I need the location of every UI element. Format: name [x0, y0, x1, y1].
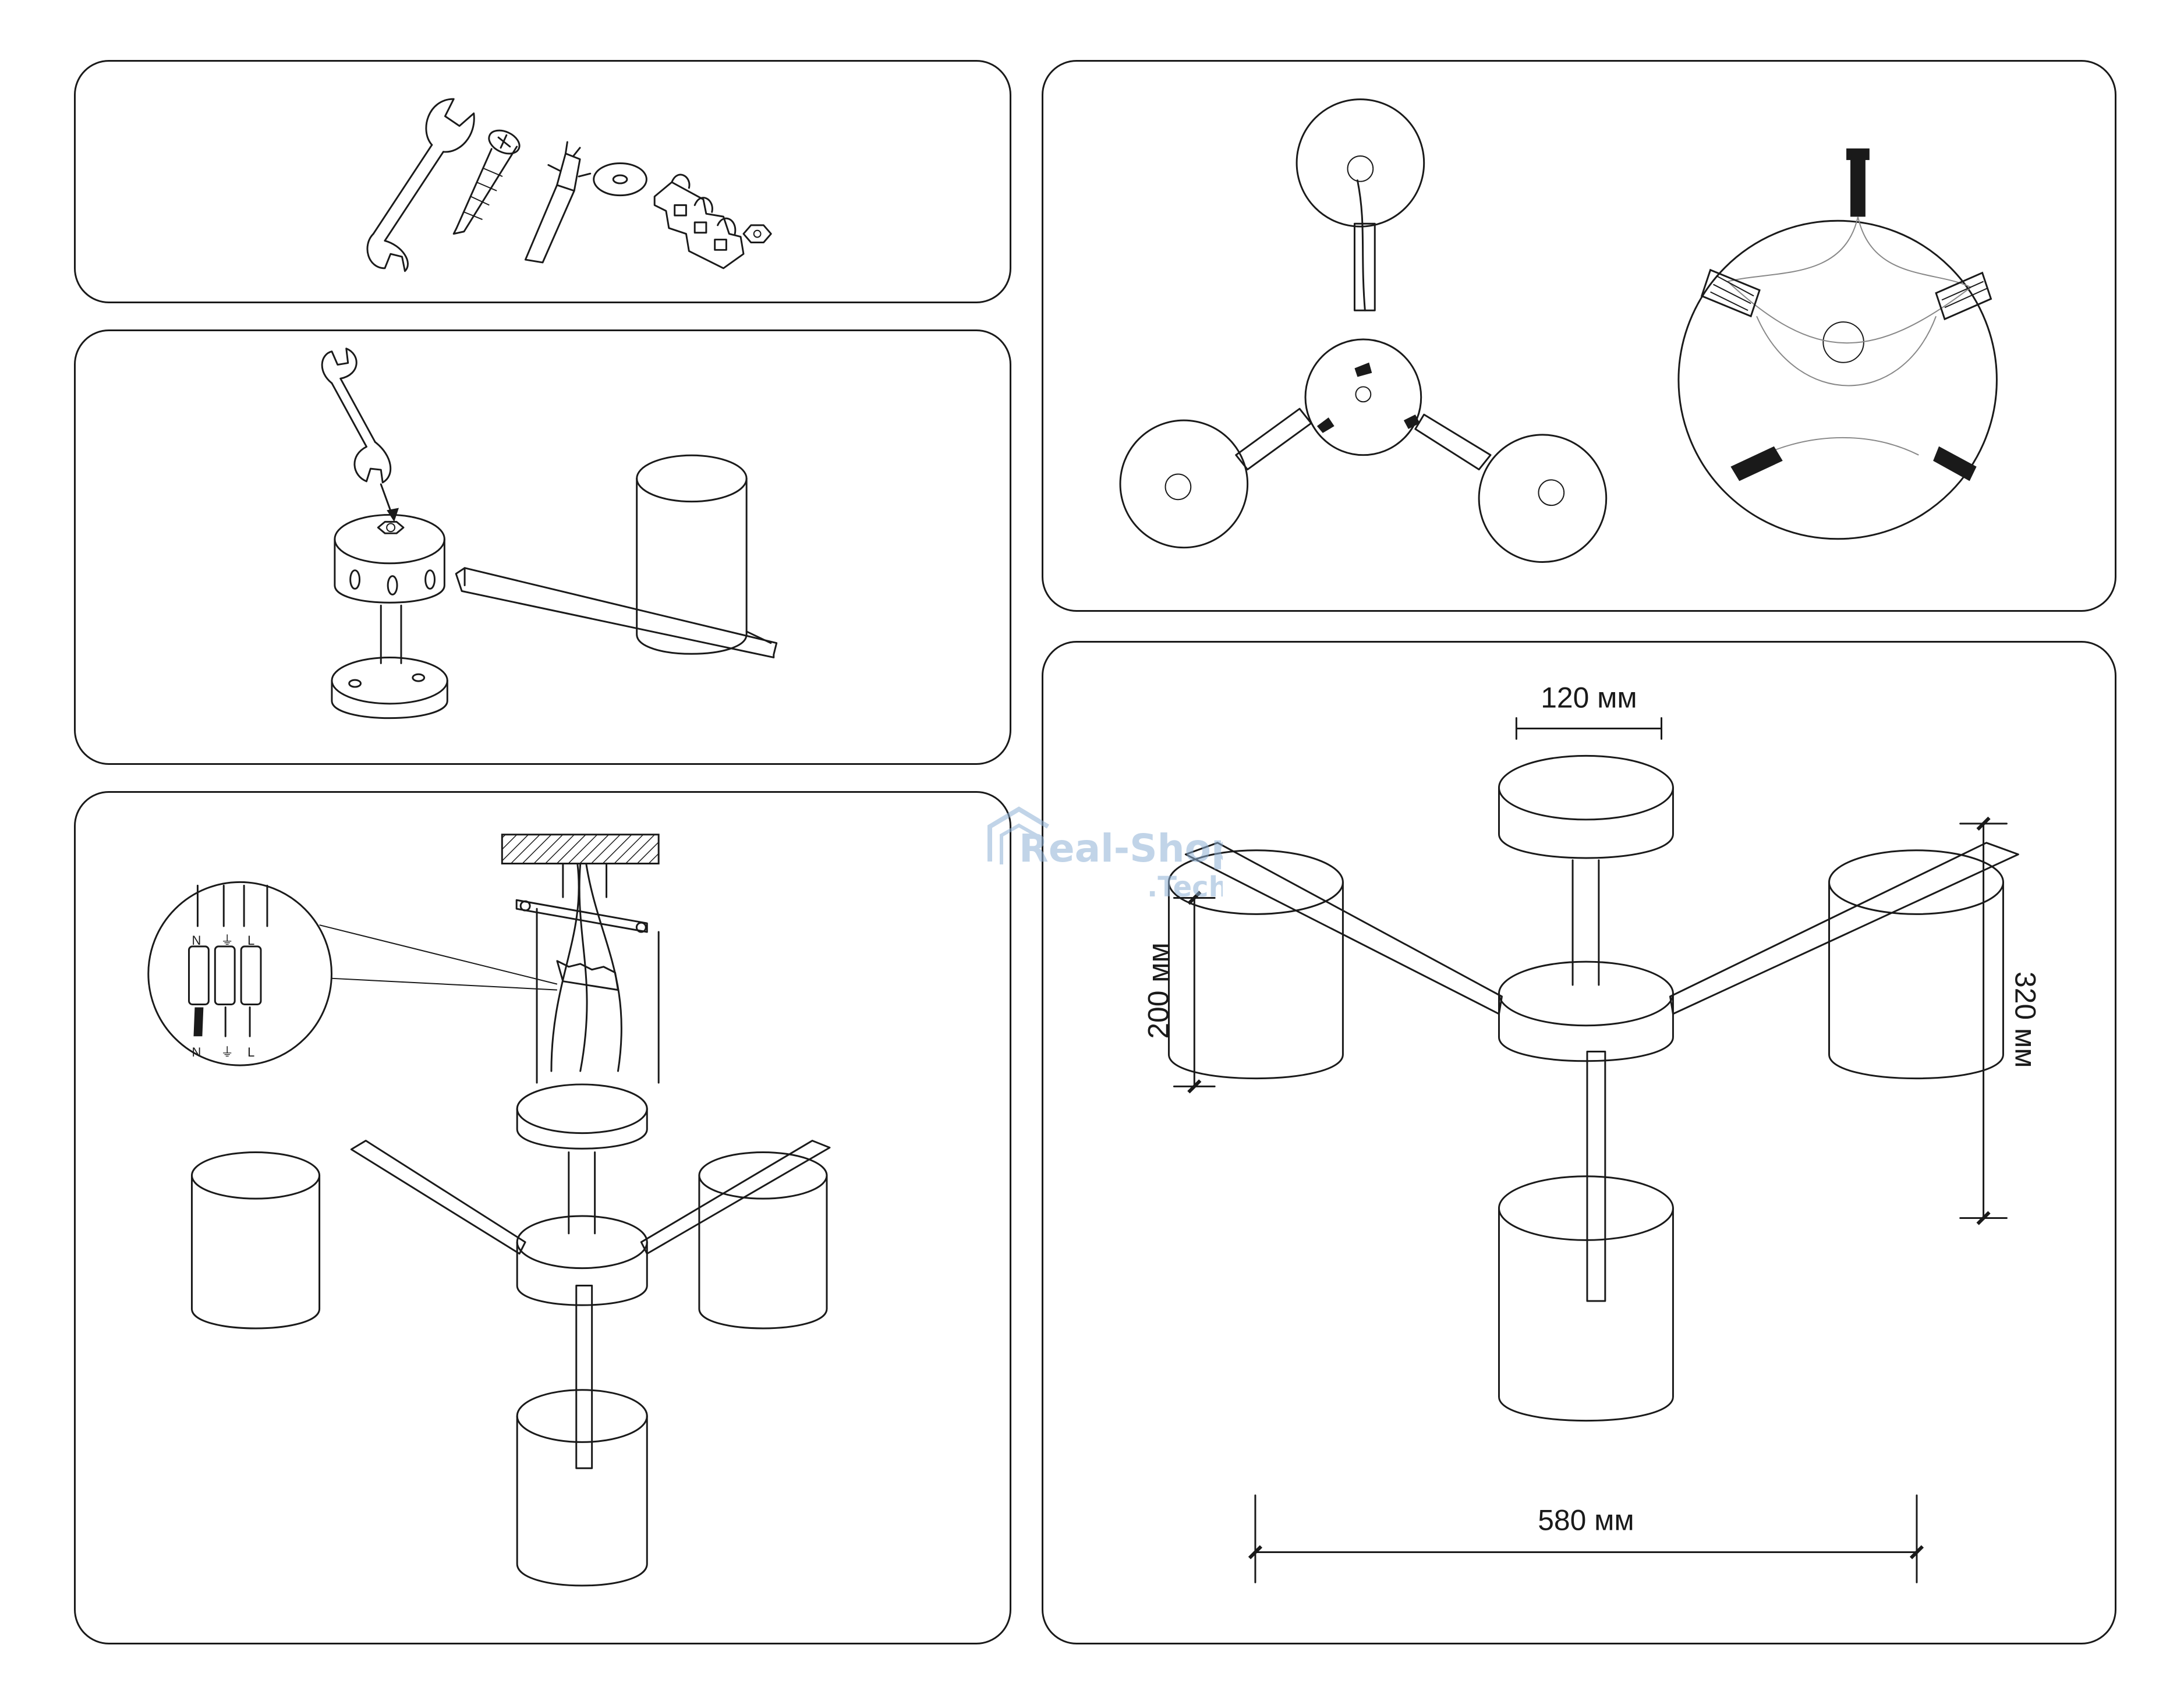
watermark-suffix: .Tech — [1147, 871, 1223, 903]
bottom-view-detail — [1677, 148, 1998, 540]
ceiling — [501, 834, 660, 864]
magnifier-circle: N ⏚ L N ⏚ L — [147, 881, 558, 1066]
chandelier-front — [1167, 754, 2019, 1422]
terminal-label-l-bottom: L — [247, 1045, 254, 1059]
parts-panel — [74, 60, 1011, 303]
bracket-assembly-panel — [74, 329, 1011, 765]
terminal-label-n-top: N — [192, 933, 201, 948]
shade-height-label: 200 мм — [1142, 942, 1174, 1038]
dimensions-illustration: 120 мм 200 мм 320 мм 580 мм — [1142, 682, 2041, 1583]
arm-with-shade — [455, 454, 778, 658]
terminal-label-ground-bottom: ⏚ — [221, 1045, 233, 1059]
screw-icon — [452, 129, 521, 235]
canopy-diameter-label: 120 мм — [1541, 682, 1637, 714]
nut-icon — [742, 224, 772, 243]
terminal-label-ground-top: ⏚ — [221, 933, 233, 948]
bottom-view-illustration — [1119, 98, 1998, 563]
chandelier-perspective — [190, 1083, 831, 1587]
terminal-label-n-bottom: N — [192, 1045, 201, 1059]
wrench-icon — [366, 98, 475, 272]
wrench-icon — [321, 348, 399, 522]
house-icon — [987, 806, 1050, 862]
total-width-label: 580 мм — [1538, 1504, 1634, 1537]
canopy-body — [331, 513, 448, 719]
dimension-lines — [1173, 717, 2008, 1583]
mounting-illustration: N ⏚ L N ⏚ L — [147, 834, 831, 1587]
mounting-panel: N ⏚ L N ⏚ L — [74, 791, 1011, 1644]
wall-plug-icon — [524, 141, 592, 264]
hardware-parts-illustration — [366, 98, 772, 272]
dimensions-panel: 120 мм 200 мм 320 мм 580 мм — [1042, 641, 2116, 1644]
watermark-brand: Real-Shop — [1019, 826, 1223, 871]
mounting-bar — [515, 863, 660, 1084]
bottom-view-layout — [1119, 98, 1608, 563]
terminal-block-icon — [653, 173, 745, 270]
total-height-label: 320 мм — [2009, 972, 2041, 1068]
terminal-label-l-top: L — [247, 933, 254, 948]
wires — [550, 863, 622, 1072]
watermark-logo: Real-Shop .Tech — [987, 806, 1223, 903]
bottom-view-panel — [1042, 60, 2116, 612]
bracket-assembly-illustration — [321, 348, 778, 719]
washer-icon — [593, 162, 647, 197]
